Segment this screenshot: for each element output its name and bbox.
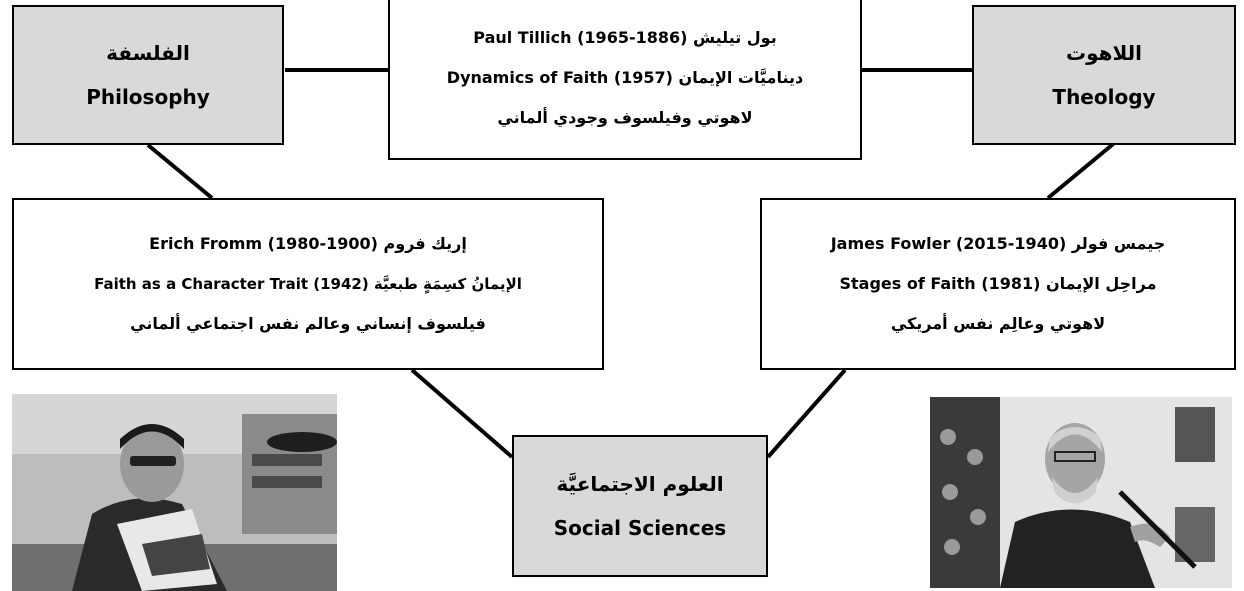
theology-box: اللاهوت Theology xyxy=(972,5,1236,145)
connector-fromm-social xyxy=(410,368,514,459)
fromm-name: إريك فروم (1900-1980) Erich Fromm xyxy=(149,234,467,253)
tillich-work: ديناميَّات الإيمان (1957) Dynamics of Fa… xyxy=(446,68,804,87)
social-sciences-label-en: Social Sciences xyxy=(553,516,727,540)
tillich-description: لاهوتي وفيلسوف وجودي ألماني xyxy=(497,108,753,127)
theology-label-ar: اللاهوت xyxy=(1065,41,1143,65)
fowler-name: جيمس فولر (1940-2015) James Fowler xyxy=(830,234,1166,253)
social-sciences-label-ar: العلوم الاجتماعيَّة xyxy=(556,472,724,496)
tillich-name: بول تيليش (1886-1965) Paul Tillich xyxy=(473,28,777,47)
tillich-box: بول تيليش (1886-1965) Paul Tillich دينام… xyxy=(388,0,862,160)
philosophy-box: الفلسفة Philosophy xyxy=(12,5,284,145)
connector-theology-fowler xyxy=(1046,138,1120,200)
connector-fowler-social xyxy=(766,368,847,459)
fowler-description: لاهوتي وعالِم نفس أمريكي xyxy=(890,314,1106,333)
fromm-description: فيلسوف إنساني وعالم نفس اجتماعي ألماني xyxy=(130,314,486,333)
fromm-photo xyxy=(12,394,337,591)
connector-philosophy-fromm xyxy=(146,143,214,200)
philosophy-label-ar: الفلسفة xyxy=(106,41,190,65)
fowler-box: جيمس فولر (1940-2015) James Fowler مراحِ… xyxy=(760,198,1236,370)
fowler-photo xyxy=(930,397,1232,588)
philosophy-label-en: Philosophy xyxy=(86,85,210,109)
theology-label-en: Theology xyxy=(1052,85,1156,109)
social-sciences-box: العلوم الاجتماعيَّة Social Sciences xyxy=(512,435,768,577)
fromm-box: إريك فروم (1900-1980) Erich Fromm الإيما… xyxy=(12,198,604,370)
fowler-work: مراحِل الإيمان (1981) Stages of Faith xyxy=(839,274,1157,293)
fromm-work: الإيمانُ كسِمَةٍ طبعيَّة (1942) Faith as… xyxy=(94,275,522,293)
